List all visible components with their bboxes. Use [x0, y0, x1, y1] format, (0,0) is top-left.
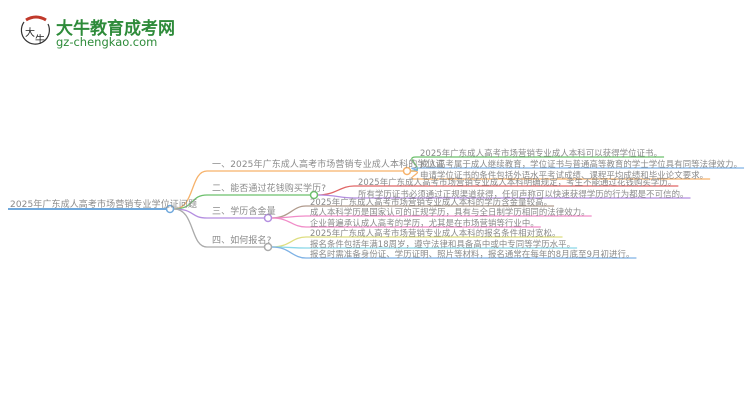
root-node-handle[interactable]	[165, 204, 175, 214]
logo-mark-icon: 大 牛	[20, 15, 51, 46]
root-node[interactable]: 2025年广东成人高考市场营销专业学位证问题	[10, 200, 198, 210]
leaf-text[interactable]: 2025年广东成人高考市场营销专业成人本科的报名条件相对宽松。	[310, 228, 561, 238]
leaf-text[interactable]: 2025年广东成人高考市场营销专业成人本科可以获得学位证书。	[420, 148, 663, 158]
branch-connector-3	[173, 208, 264, 219]
leaf-connector	[410, 170, 711, 180]
branch-label-2[interactable]: 二、能否通过花钱购买学历?	[212, 184, 327, 194]
leaf-text[interactable]: 2025年广东成人高考市场营销专业成人本科明确规定，考生不能通过花钱购买学历。	[358, 177, 677, 187]
branch-node-3[interactable]	[263, 213, 273, 223]
branch-node-1[interactable]	[402, 166, 412, 176]
leaf-connector	[271, 246, 637, 259]
branch-label-3[interactable]: 三、学历含金量	[212, 207, 276, 217]
branch-connector-1	[173, 170, 403, 210]
leaf-text[interactable]: 报名时需准备身份证、学历证明、照片等材料，报名通常在每年的8月底至9月初进行。	[310, 249, 635, 259]
branch-connector-4	[173, 208, 264, 248]
svg-text:大: 大	[25, 26, 35, 39]
branch-connector-2	[173, 194, 310, 210]
leaf-text[interactable]: 2025年广东成人高考市场营销专业成人本科的学历含金量较高。	[310, 197, 553, 207]
leaf-text[interactable]: 企业普遍承认成人高考的学历，尤其是在市场营销等行业中。	[310, 218, 539, 228]
svg-text:牛: 牛	[35, 33, 45, 46]
leaf-text[interactable]: 申请学位证书的条件包括外语水平考试成绩、课程平均成绩和毕业论文要求。	[420, 170, 709, 180]
leaf-connector	[271, 217, 541, 228]
logo-url: gz-chengkao.com	[56, 35, 158, 49]
leaf-text[interactable]: 成人本科学历是国家认可的正规学历，具有与全日制学历相同的法律效力。	[310, 207, 590, 217]
branch-label-1[interactable]: 一、2025年广东成人高考市场营销专业成人本科的学位证	[212, 160, 445, 170]
site-logo[interactable]: 大 牛 大牛教育成考网 gz-chengkao.com	[18, 12, 188, 52]
leaf-text[interactable]: 成人高考属于成人继续教育，学位证书与普通高等教育的学士学位具有同等法律效力。	[420, 159, 743, 169]
branch-label-4[interactable]: 四、如何报名?	[212, 236, 272, 246]
leaf-text[interactable]: 所有学历证书必须通过正规渠道获得，任何声称可以快速获得学历的行为都是不可信的。	[358, 189, 689, 199]
branch-node-2[interactable]	[309, 190, 319, 200]
logo-title: 大牛教育成考网	[56, 19, 175, 39]
leaf-text[interactable]: 报名条件包括年满18周岁，遵守法律和具备高中或中专同等学历水平。	[310, 239, 576, 249]
branch-node-4[interactable]	[263, 242, 273, 252]
leaf-connector	[317, 194, 691, 199]
